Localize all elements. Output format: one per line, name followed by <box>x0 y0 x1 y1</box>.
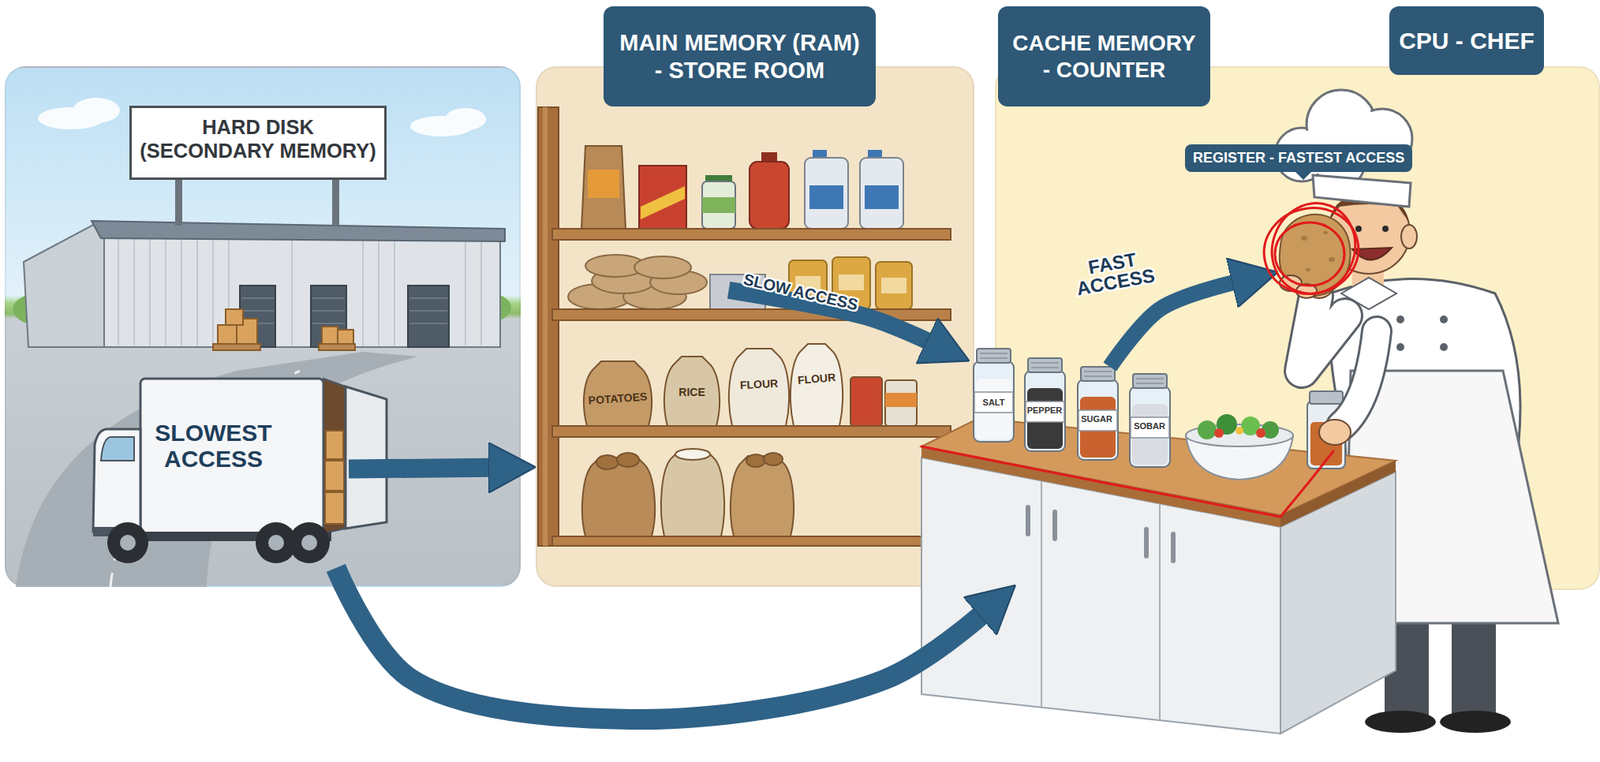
register-potato: REGISTER - FASTEST ACCESS <box>1276 210 1354 298</box>
jar-shape <box>1031 366 1059 369</box>
jar-shape <box>976 348 1011 363</box>
potato-shape <box>1279 214 1351 296</box>
jar-shape <box>979 352 1008 355</box>
potato-shape <box>1296 284 1317 299</box>
spice-jar: PEPPER <box>1021 358 1068 451</box>
spice-jar: SOBAR <box>1126 373 1173 466</box>
truck-shape <box>93 429 141 532</box>
jar-shape <box>1084 375 1112 378</box>
truck-shape <box>288 522 330 564</box>
jar-label: SOBAR <box>1128 416 1171 436</box>
section-tab: CACHE MEMORY - COUNTER <box>998 6 1211 107</box>
warehouse-sign: HARD DISK (SECONDARY MEMORY) <box>129 105 387 180</box>
jar-shape <box>970 348 1017 445</box>
jar-shape <box>1031 362 1059 364</box>
register-tag: REGISTER - FASTEST ACCESS <box>1185 144 1413 172</box>
chef-figure <box>1439 710 1511 733</box>
potato-shape <box>1276 210 1354 298</box>
jar-shape <box>1132 373 1167 389</box>
truck-shape <box>325 460 344 491</box>
section-tab: CPU - CHEF <box>1389 6 1544 75</box>
potato-shape <box>1323 231 1328 235</box>
truck-shape <box>100 437 135 461</box>
sack-label: FLOUR <box>740 377 779 393</box>
truck-shape <box>345 386 387 529</box>
jar-shape <box>1021 358 1068 451</box>
delivery-truck: SLOWEST ACCESS <box>93 373 349 569</box>
flow-arrow <box>336 568 982 720</box>
truck-shape <box>140 378 324 534</box>
truck-shape <box>268 534 285 551</box>
jar-shape <box>973 361 1014 442</box>
jar-label: PEPPER <box>1024 400 1066 420</box>
truck-shape <box>325 430 344 460</box>
jar-shape <box>1028 358 1062 373</box>
chef-figure <box>1364 710 1436 733</box>
truck-shape <box>119 534 136 551</box>
spice-jar: SUGAR <box>1074 366 1119 459</box>
spice-jar: SALT <box>970 348 1017 445</box>
truck-label: SLOWEST ACCESS <box>148 419 279 472</box>
jar-shape <box>1024 370 1066 452</box>
cache-panel: CACHE MEMORY - COUNTERSALTPEPPERSUGARSOB… <box>994 66 1600 591</box>
jar-label: SALT <box>972 392 1015 412</box>
jar-shape <box>1136 382 1164 385</box>
sack-label: RICE <box>678 385 705 399</box>
chef-figure <box>1384 599 1429 718</box>
jar-label: SUGAR <box>1076 409 1118 429</box>
jar-shape <box>1136 377 1164 380</box>
truck-shape <box>107 522 149 564</box>
section-tab: MAIN MEMORY (RAM) - STORE ROOM <box>603 6 876 107</box>
jar-shape <box>1080 366 1115 382</box>
potato-shape <box>1305 268 1311 272</box>
truck-shape <box>323 378 346 534</box>
jar-shape <box>1126 373 1173 466</box>
chef-figure <box>1451 599 1496 718</box>
potato-shape <box>1300 235 1308 241</box>
jar-shape <box>1084 370 1112 373</box>
truck-shape <box>301 534 318 551</box>
jar-shape <box>1074 366 1119 459</box>
truck-shape <box>325 492 344 524</box>
hard-disk-panel: HARD DISK (SECONDARY MEMORY) SLOWEST ACCE… <box>4 66 521 587</box>
cpu-chef: CPU - CHEF REGISTER - FASTEST ACCESS <box>1205 6 1573 752</box>
jar-shape <box>979 357 1008 359</box>
ram-panel: MAIN MEMORY (RAM) - STORE ROOM <box>535 66 975 587</box>
potato-shape <box>1328 257 1335 262</box>
jar-shape <box>1129 386 1171 468</box>
